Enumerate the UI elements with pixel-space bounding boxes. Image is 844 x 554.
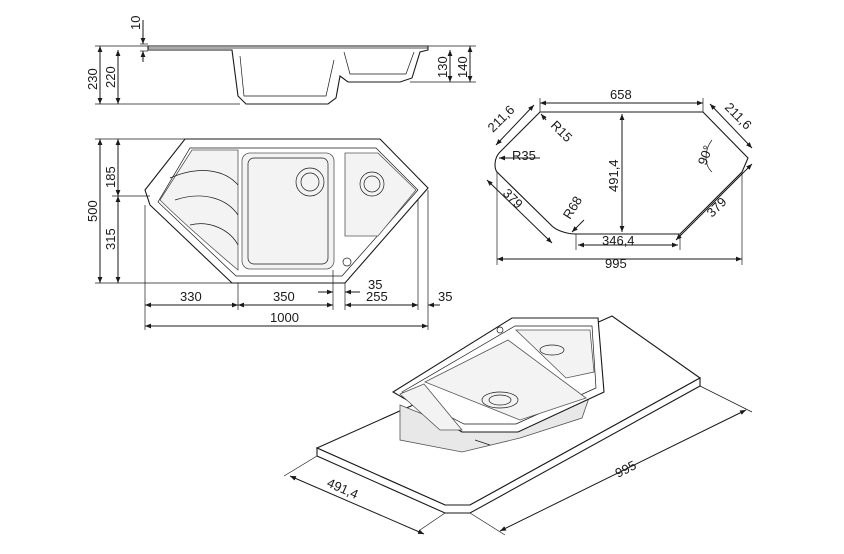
side-view-outline [147, 45, 429, 105]
isometric-view: 995 491,4 [283, 315, 753, 536]
dim-top-35c: 35 [438, 289, 452, 304]
iso-drainer [399, 383, 463, 431]
dim-top-255: 255 [366, 289, 388, 304]
dim-side-230: 230 [85, 68, 100, 90]
small-drain-icon [359, 171, 385, 197]
small-bowl [344, 152, 417, 237]
dim-side-130: 130 [435, 56, 450, 78]
drainer-area [159, 149, 239, 271]
dim-top-1000: 1000 [270, 310, 299, 325]
main-drain-icon [295, 167, 325, 197]
iso-main-bowl [424, 339, 587, 421]
iso-drain-icon [481, 391, 519, 409]
dim-cut-658: 658 [610, 87, 632, 102]
dim-cut-491: 491,4 [606, 159, 621, 192]
side-view: 10 230 220 130 140 [85, 16, 476, 105]
dim-iso-995: 995 [613, 457, 639, 480]
top-view: 185 500 315 35 330 350 35 255 35 1000 [85, 138, 452, 330]
dim-top-330: 330 [180, 289, 202, 304]
dim-top-315: 315 [103, 228, 118, 250]
dim-top-35a: 35 [368, 277, 382, 292]
dim-side-220: 220 [103, 66, 118, 88]
dim-cut-211-left: 211,6 [485, 102, 518, 135]
dim-cut-r35: R35 [512, 148, 536, 163]
dim-side-140: 140 [455, 56, 470, 78]
dim-iso-491: 491,4 [325, 475, 361, 502]
dim-side-10: 10 [128, 16, 143, 30]
dim-cut-211-right: 211,6 [722, 100, 755, 133]
dim-top-185: 185 [103, 166, 118, 188]
dim-top-350: 350 [273, 289, 295, 304]
dim-top-500: 500 [85, 200, 100, 222]
cutout-view: 658 211,6 R15 211,6 R35 491,4 90° 379 R6… [485, 87, 755, 271]
dim-cut-346: 346,4 [602, 233, 635, 248]
main-bowl [241, 152, 335, 270]
iso-small-bowl [515, 329, 595, 379]
dim-cut-995: 995 [605, 256, 627, 271]
dim-cut-90deg: 90° [695, 143, 716, 167]
